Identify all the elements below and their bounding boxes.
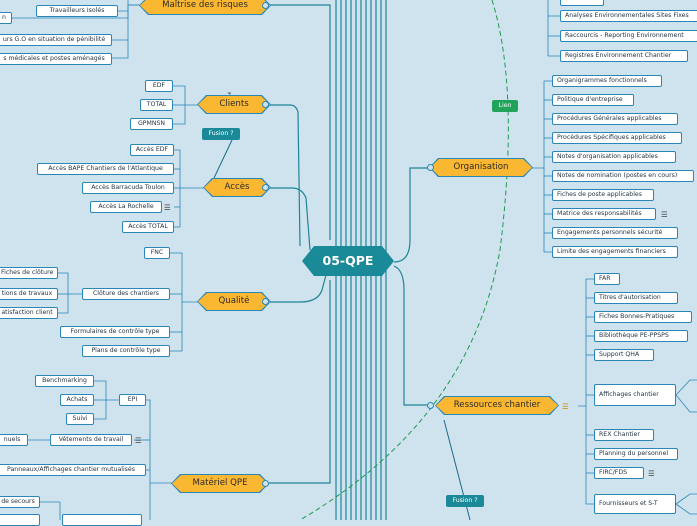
leaf-registres-environnement[interactable]: Registres Environnement Chantier <box>560 50 688 62</box>
leaf-epi[interactable]: EPI <box>119 394 146 406</box>
leaf-travailleurs-penibilite[interactable]: urs G.O en situation de pénibilité <box>0 34 112 46</box>
topic-maitrise-des-risques[interactable]: Maîtrise des risques <box>140 0 270 14</box>
leaf-organigrammes[interactable]: Organigrammes fonctionnels <box>552 75 662 87</box>
topic-acces[interactable]: Accès <box>204 179 270 196</box>
leaf-analyses-environnementales[interactable]: Analyses Environnementales Sites Fixes <box>560 10 697 22</box>
leaf-trousse-secours[interactable]: de secours <box>0 496 40 508</box>
relation-fusion-label[interactable]: Fusion ? <box>202 128 240 140</box>
leaf-fnc[interactable]: FNC <box>144 247 170 259</box>
leaf-receptions-travaux[interactable]: tions de travaux <box>0 288 58 300</box>
collapse-toggle[interactable] <box>262 101 269 108</box>
leaf-matrice-responsabilites[interactable]: Matrice des responsabilités <box>552 208 656 220</box>
leaf-fournisseurs-st[interactable]: Fournisseurs et S-T <box>594 494 676 514</box>
leaf-rex-chantier[interactable]: REX Chantier <box>594 429 654 441</box>
leaf-total[interactable]: TOTAL <box>140 99 173 111</box>
leaf-partial-top-right[interactable] <box>560 0 604 6</box>
leaf-vetements-travail[interactable]: Vêtements de travail <box>50 434 132 446</box>
leaf-fiches-bonnes-pratiques[interactable]: Fiches Bonnes-Pratiques <box>594 311 692 323</box>
leaf-raccourcis-reporting[interactable]: Raccourcis - Reporting Environnement <box>560 30 697 42</box>
leaf-support-qha[interactable]: Support QHA <box>594 349 654 361</box>
notes-icon[interactable]: ☰ <box>135 436 142 445</box>
leaf-titres-autorisation[interactable]: Titres d'autorisation <box>594 292 678 304</box>
leaf-gpmnsn[interactable]: GPMNSN <box>130 118 173 130</box>
leaf-partial-bottom[interactable] <box>62 514 142 526</box>
notes-icon[interactable]: ☰ <box>648 469 655 478</box>
leaf-travailleurs-isoles[interactable]: Travailleurs Isolés <box>36 5 118 17</box>
topic-organisation[interactable]: Organisation <box>430 159 532 176</box>
leaf-notes-organisation[interactable]: Notes d'organisation applicables <box>552 151 676 163</box>
topic-qualite[interactable]: Qualité <box>198 293 270 310</box>
leaf-affichages-chantier[interactable]: Affichages chantier <box>594 384 676 406</box>
collapse-toggle[interactable] <box>262 480 269 487</box>
leaf-limite-engagements[interactable]: Limite des engagements financiers <box>552 246 678 258</box>
chevron-down-icon: ⌄ <box>226 87 233 96</box>
leaf-fiches-cloture[interactable]: Fiches de clôture <box>0 267 58 279</box>
notes-icon[interactable]: ☰ <box>562 402 569 411</box>
relation-lien-label[interactable]: Lien <box>492 100 518 112</box>
leaf-acces-total[interactable]: Accès TOTAL <box>122 221 174 233</box>
leaf-plans-controle[interactable]: Plans de contrôle type <box>82 345 170 357</box>
topic-clients[interactable]: Clients <box>198 96 270 113</box>
collapse-toggle[interactable] <box>427 402 434 409</box>
relation-fusion-label[interactable]: Fusion ? <box>446 495 484 507</box>
leaf-partial[interactable]: n <box>0 12 12 24</box>
leaf-acces-edf[interactable]: Accès EDF <box>130 144 174 156</box>
leaf-acces-barracuda[interactable]: Accès Barracuda Toulon <box>82 182 174 194</box>
leaf-politique[interactable]: Politique d'entreprise <box>552 94 634 106</box>
leaf-notes-nomination[interactable]: Notes de nomination (postes en cours) <box>552 170 694 182</box>
topic-materiel-qpe[interactable]: Matériel QPE <box>172 475 268 492</box>
central-topic[interactable]: 05-QPE <box>302 246 394 276</box>
leaf-bibliotheque[interactable]: Bibliothèque PE-PPSPS <box>594 330 688 342</box>
leaf-planning-personnel[interactable]: Planning du personnel <box>594 448 678 460</box>
leaf-visites-medicales[interactable]: s médicales et postes aménagés <box>0 53 112 65</box>
topic-ressources-chantier[interactable]: Ressources chantier <box>436 397 558 414</box>
leaf-manuels[interactable]: nuels <box>0 434 28 446</box>
leaf-fiches-poste[interactable]: Fiches de poste applicables <box>552 189 654 201</box>
leaf-edf[interactable]: EDF <box>145 80 173 92</box>
leaf-benchmarking[interactable]: Benchmarking <box>35 375 94 387</box>
leaf-acces-bape[interactable]: Accès BAPE Chantiers de l'Atlantique <box>37 163 174 175</box>
leaf-engagements-securite[interactable]: Engagements personnels sécurité <box>552 227 678 239</box>
collapse-toggle[interactable] <box>427 164 434 171</box>
leaf-partial-bottom-left[interactable] <box>0 514 40 526</box>
collapse-toggle[interactable] <box>262 298 269 305</box>
leaf-firc-fds[interactable]: FIRC/FDS <box>594 467 644 479</box>
collapse-toggle[interactable] <box>262 2 269 9</box>
notes-icon[interactable]: ☰ <box>164 203 171 212</box>
leaf-panneaux-affichages[interactable]: Panneaux/Affichages chantier mutualisés <box>0 464 146 476</box>
leaf-acces-la-rochelle[interactable]: Accès La Rochelle <box>90 201 162 213</box>
collapse-toggle[interactable] <box>262 184 269 191</box>
leaf-formulaires-controle[interactable]: Formulaires de contrôle type <box>60 326 170 338</box>
notes-icon[interactable]: ☰ <box>661 210 668 219</box>
leaf-suivi[interactable]: Suivi <box>66 413 94 425</box>
leaf-satisfaction-client[interactable]: atisfaction client <box>0 307 58 319</box>
leaf-achats[interactable]: Achats <box>60 394 94 406</box>
leaf-cloture-chantiers[interactable]: Clôture des chantiers <box>82 288 170 300</box>
leaf-procedures-generales[interactable]: Procédures Générales applicables <box>552 113 678 125</box>
leaf-far[interactable]: FAR <box>594 273 620 285</box>
leaf-procedures-specifiques[interactable]: Procédures Spécifiques applicables <box>552 132 682 144</box>
